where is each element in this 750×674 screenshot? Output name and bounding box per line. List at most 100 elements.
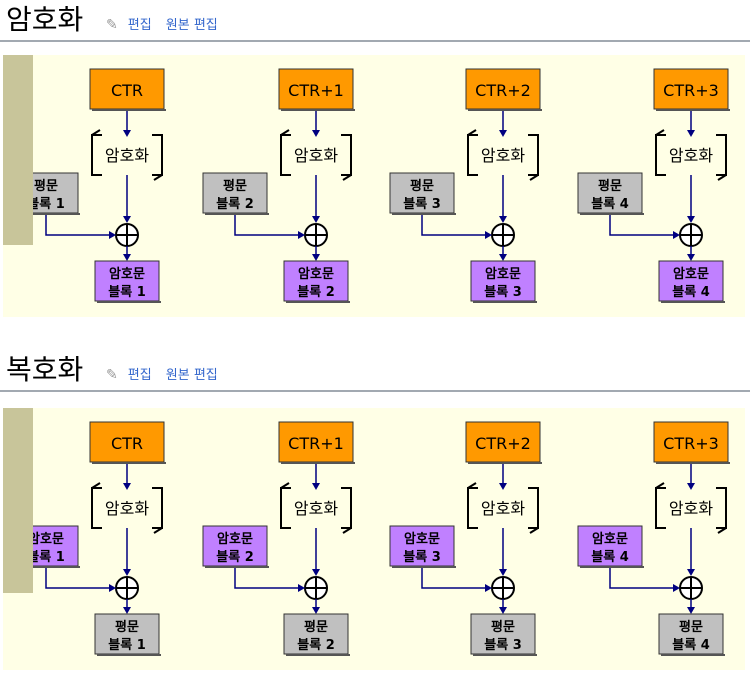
arrow-head (123, 607, 131, 614)
output-label: 블록 1 (108, 638, 146, 653)
cipher-label: 암호화 (481, 499, 525, 518)
cipher-tick (280, 129, 290, 136)
arrow-head (687, 569, 695, 576)
counter-shadow (281, 462, 355, 464)
cipher-label: 암호화 (481, 146, 525, 165)
cipher-bracket-right (716, 487, 727, 529)
arrow-head (499, 254, 507, 261)
output-label: 블록 2 (297, 638, 335, 653)
input-label: 평문 (34, 178, 58, 194)
figure-stripe (3, 55, 33, 245)
counter-box (278, 68, 354, 110)
input-label: 암호문 (217, 531, 253, 547)
output-box (658, 613, 724, 655)
pencil-icon[interactable]: ✎ (106, 367, 118, 383)
cipher-label: 암호화 (669, 146, 713, 165)
cipher-tick (717, 174, 727, 181)
cipher-bracket-right (341, 487, 352, 529)
arrow-head (312, 607, 320, 614)
input-box (202, 525, 268, 567)
cipher-bracket-left (91, 134, 102, 176)
counter-label: CTR+1 (288, 434, 344, 453)
arrow-head (298, 231, 305, 239)
cipher-bracket-left (467, 134, 478, 176)
input-label: 암호문 (404, 531, 440, 547)
output-shadow (286, 654, 350, 656)
counter-shadow (656, 462, 730, 464)
arrow-head (499, 130, 507, 137)
arrow-head (123, 216, 131, 223)
cipher-bracket-left (655, 134, 666, 176)
edit-links: ✎ 편집 원본 편집 (106, 364, 228, 383)
pencil-icon[interactable]: ✎ (106, 17, 118, 33)
arrow-head (499, 216, 507, 223)
output-label: 평문 (679, 619, 703, 635)
cipher-tick (342, 527, 352, 534)
figure-stripe (3, 408, 33, 593)
arrow-head (687, 216, 695, 223)
output-shadow (286, 301, 350, 303)
counter-shadow (468, 109, 542, 111)
cipher-label: 암호화 (669, 499, 713, 518)
cipher-tick (342, 174, 352, 181)
section-title: 복호화 (6, 353, 84, 386)
output-label: 암호문 (485, 266, 521, 282)
arrow-head (312, 130, 320, 137)
arrow-head (499, 569, 507, 576)
output-label: 평문 (304, 619, 328, 635)
arrow-head (499, 607, 507, 614)
arrow-head (312, 254, 320, 261)
edit-link[interactable]: 편집 (127, 368, 152, 383)
counter-label: CTR (111, 81, 143, 100)
input-shadow (580, 566, 644, 568)
cipher-bracket-right (152, 487, 163, 529)
section-heading: 복호화 ✎ 편집 원본 편집 (0, 350, 750, 392)
cipher-tick (153, 527, 163, 534)
arrow-head (673, 231, 680, 239)
output-shadow (97, 301, 161, 303)
arrow-head (123, 569, 131, 576)
output-shadow (473, 301, 537, 303)
output-box (470, 613, 536, 655)
cipher-bracket-left (91, 487, 102, 529)
counter-label: CTR+3 (663, 434, 719, 453)
output-label: 암호문 (109, 266, 145, 282)
counter-label: CTR (111, 434, 143, 453)
input-box (577, 525, 643, 567)
cipher-tick (153, 174, 163, 181)
input-label: 블록 3 (403, 550, 441, 565)
cipher-bracket-right (528, 134, 539, 176)
input-label: 블록 1 (27, 197, 65, 212)
input-label: 평문 (223, 178, 247, 194)
output-box (94, 613, 160, 655)
input-shadow (392, 566, 456, 568)
input-shadow (16, 213, 80, 215)
edit-source-link[interactable]: 원본 편집 (165, 18, 218, 33)
output-shadow (473, 654, 537, 656)
counter-box (89, 68, 165, 110)
cipher-label: 암호화 (105, 146, 149, 165)
arrow-head (687, 607, 695, 614)
cipher-label: 암호화 (105, 499, 149, 518)
arrow-head (109, 231, 116, 239)
arrow-head (687, 254, 695, 261)
arrow-head (298, 584, 305, 592)
cipher-bracket-right (152, 134, 163, 176)
input-shadow (16, 566, 80, 568)
output-label: 암호문 (673, 266, 709, 282)
arrow-line (609, 215, 673, 236)
cipher-tick (655, 482, 665, 489)
counter-shadow (656, 109, 730, 111)
counter-label: CTR+1 (288, 81, 344, 100)
edit-source-link[interactable]: 원본 편집 (165, 368, 218, 383)
arrow-head (687, 130, 695, 137)
edit-link[interactable]: 편집 (127, 18, 152, 33)
output-shadow (97, 654, 161, 656)
input-label: 암호문 (592, 531, 628, 547)
